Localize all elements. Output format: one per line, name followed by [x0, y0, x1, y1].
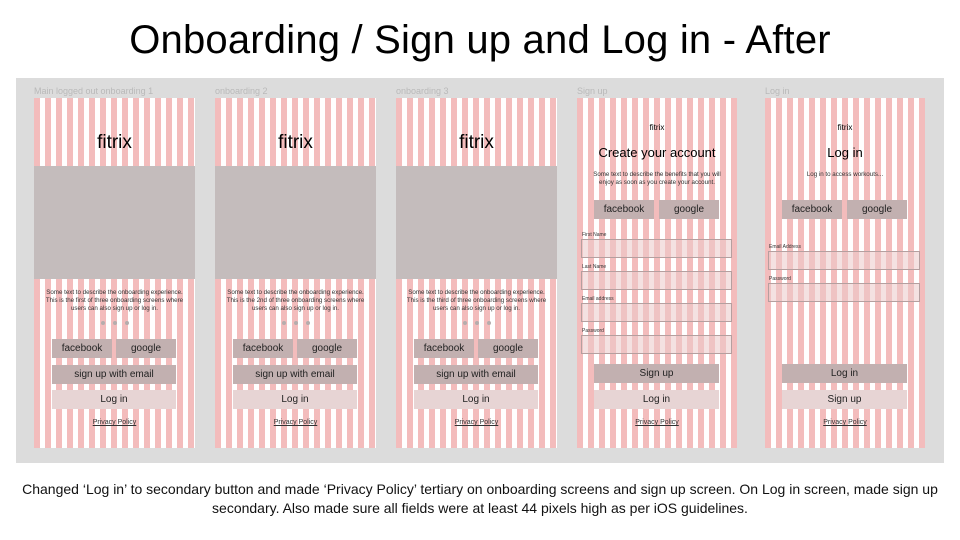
page-dot[interactable] — [305, 321, 310, 325]
log-in-button[interactable]: Log in — [414, 390, 538, 409]
privacy-policy-link[interactable]: Privacy Policy — [454, 419, 499, 426]
app-logo: fitrix — [649, 123, 665, 132]
google-button[interactable]: google — [478, 339, 538, 358]
sign-up-with-email-button[interactable]: sign up with email — [414, 365, 538, 384]
screen-heading: Create your account — [598, 145, 716, 160]
last-name-label: Last Name — [582, 264, 607, 270]
google-button[interactable]: google — [659, 200, 719, 219]
password-field[interactable] — [581, 335, 732, 354]
password-field[interactable] — [768, 283, 920, 302]
app-logo: fitrix — [278, 132, 313, 153]
page-dot[interactable] — [281, 321, 286, 325]
screen-label-onboarding-1: Main logged out onboarding 1 — [34, 86, 154, 96]
privacy-policy-link[interactable]: Privacy Policy — [92, 419, 137, 426]
screen-label-onboarding-2: onboarding 2 — [215, 86, 268, 96]
hero-image-placeholder — [215, 166, 376, 279]
google-button[interactable]: google — [297, 339, 357, 358]
page-dot[interactable] — [486, 321, 491, 325]
onboarding-screen-3: fitrix Some text to describe the onboard… — [396, 98, 557, 448]
screen-heading: Log in — [827, 145, 863, 160]
facebook-button[interactable]: facebook — [52, 339, 112, 358]
email-label: Email address — [582, 296, 614, 302]
onboarding-screen-2: fitrix Some text to describe the onboard… — [215, 98, 376, 448]
sign-up-button[interactable]: Sign up — [782, 390, 907, 409]
first-name-field[interactable] — [581, 239, 732, 258]
hero-image-placeholder — [396, 166, 557, 279]
page-title: Onboarding / Sign up and Log in - After — [129, 18, 831, 62]
facebook-button[interactable]: facebook — [233, 339, 293, 358]
onboarding-screen-1: fitrix Some text to describe the onboard… — [34, 98, 195, 448]
screen-label-onboarding-3: onboarding 3 — [396, 86, 449, 96]
sign-up-with-email-button[interactable]: sign up with email — [52, 365, 176, 384]
google-button[interactable]: google — [116, 339, 176, 358]
facebook-button[interactable]: facebook — [414, 339, 474, 358]
log-in-description: Log in to access workouts... — [806, 171, 884, 178]
onboarding-description: Some text to describe the onboarding exp… — [406, 289, 547, 312]
password-label: Password — [769, 276, 791, 282]
email-field[interactable] — [581, 303, 732, 322]
log-in-button[interactable]: Log in — [52, 390, 176, 409]
page-indicator[interactable] — [215, 321, 376, 325]
email-address-field[interactable] — [768, 251, 920, 270]
app-logo: fitrix — [97, 132, 132, 153]
google-button[interactable]: google — [847, 200, 907, 219]
sign-up-button[interactable]: Sign up — [594, 364, 719, 383]
sign-up-screen: fitrix Create your account Some text to … — [577, 98, 737, 448]
onboarding-description: Some text to describe the onboarding exp… — [226, 289, 365, 312]
app-logo: fitrix — [459, 132, 494, 153]
hero-image-placeholder — [34, 166, 195, 279]
page-indicator[interactable] — [34, 321, 195, 325]
privacy-policy-link[interactable]: Privacy Policy — [273, 419, 318, 426]
screen-label-sign-up: Sign up — [577, 86, 608, 96]
log-in-button[interactable]: Log in — [233, 390, 357, 409]
page-dot[interactable] — [462, 321, 467, 325]
slide-caption: Changed ‘Log in’ to secondary button and… — [22, 481, 938, 516]
privacy-policy-link[interactable]: Privacy Policy — [635, 419, 679, 426]
privacy-policy-link[interactable]: Privacy Policy — [823, 419, 867, 426]
app-logo: fitrix — [837, 123, 853, 132]
sign-up-description: Some text to describe the benefits that … — [593, 171, 721, 186]
password-label: Password — [582, 328, 604, 334]
facebook-button[interactable]: facebook — [594, 200, 654, 219]
page-dot[interactable] — [474, 321, 479, 325]
email-address-label: Email Address — [769, 244, 801, 250]
log-in-button[interactable]: Log in — [594, 390, 719, 409]
onboarding-description: Some text to describe the onboarding exp… — [45, 289, 184, 312]
log-in-button[interactable]: Log in — [782, 364, 907, 383]
page-dot[interactable] — [124, 321, 129, 325]
page-indicator[interactable] — [396, 321, 557, 325]
page-dot[interactable] — [293, 321, 298, 325]
sign-up-with-email-button[interactable]: sign up with email — [233, 365, 357, 384]
facebook-button[interactable]: facebook — [782, 200, 842, 219]
first-name-label: First Name — [582, 232, 607, 238]
page-dot[interactable] — [100, 321, 105, 325]
page-dot[interactable] — [112, 321, 117, 325]
screen-label-log-in: Log in — [765, 86, 790, 96]
last-name-field[interactable] — [581, 271, 732, 290]
log-in-screen: fitrix Log in Log in to access workouts.… — [765, 98, 925, 448]
